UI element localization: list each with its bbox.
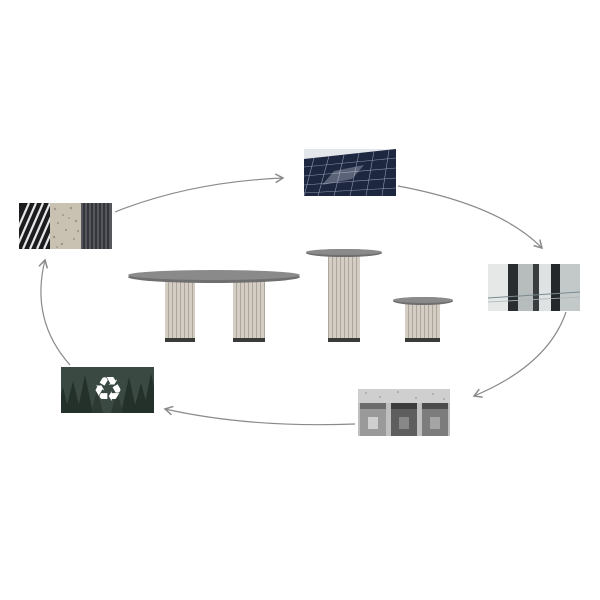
arrow-glass-to-bins	[472, 311, 567, 398]
tall-bar-table	[306, 249, 382, 342]
solar-panels-image	[304, 149, 396, 196]
arrow-solar-to-glass	[397, 185, 544, 250]
arrow-stripes-to-solar	[114, 173, 285, 213]
forest-recycle-image: ♻	[61, 367, 154, 413]
arrow-forest-to-stripes	[38, 258, 71, 366]
low-side-table	[393, 297, 453, 342]
furniture-collection	[128, 249, 453, 342]
recycle-icon: ♻	[92, 370, 124, 410]
material-samples-image	[19, 203, 112, 249]
waste-containers-image	[358, 389, 450, 436]
arrow-bins-to-forest	[163, 405, 356, 426]
glass-steel-image	[488, 264, 580, 311]
oval-dining-table	[128, 270, 300, 342]
